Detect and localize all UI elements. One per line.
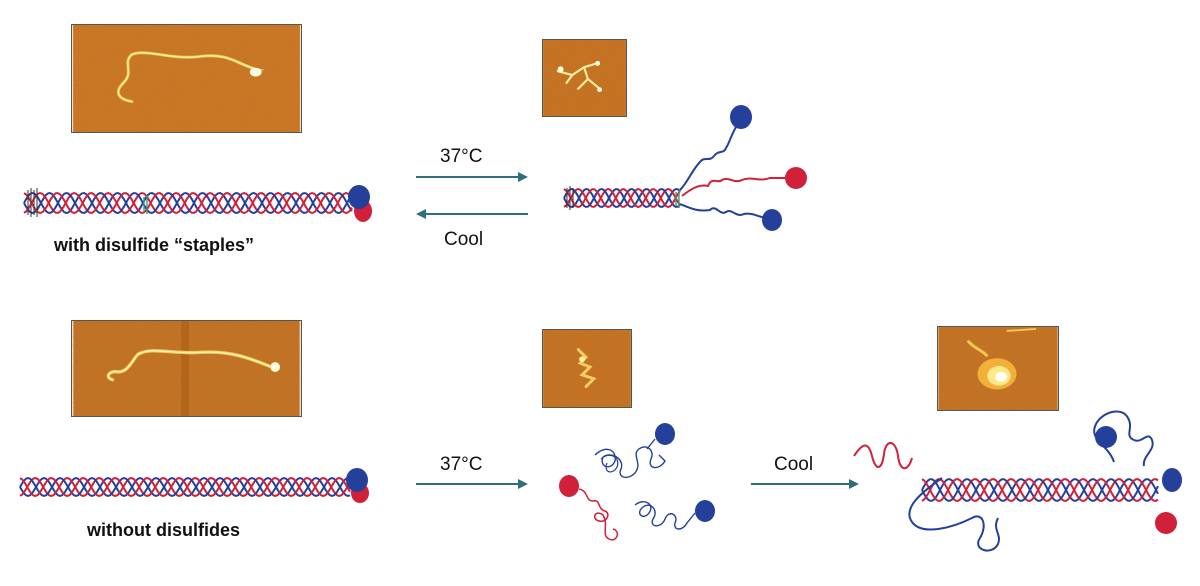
blue-terminal-domain	[348, 185, 370, 209]
afm-image-stapled-heated	[542, 39, 627, 117]
duplex-strands	[23, 191, 353, 215]
red-domain	[559, 475, 579, 497]
caption-without-disulfides: without disulfides	[87, 520, 240, 540]
caption-with-staples: with disulfide “staples”	[54, 235, 255, 255]
afm-image-unstapled-cooled	[937, 326, 1059, 411]
misfolded-product	[853, 410, 1182, 552]
denatured-strands	[559, 423, 715, 541]
stapled-duplex-molecule	[23, 185, 372, 222]
cool-label-row1: Cool	[444, 229, 484, 250]
forward-arrow-row1	[416, 172, 528, 182]
blue-domain-bottom	[762, 209, 782, 231]
blue-domain-2	[695, 500, 715, 522]
blue-domain-top	[730, 105, 752, 129]
cool-label-row2: Cool	[774, 454, 814, 475]
cool-arrow-row2	[751, 479, 859, 489]
afm-image-unstapled-heated	[542, 329, 632, 408]
staple-marks	[27, 188, 148, 217]
red-domain-end	[1155, 512, 1177, 534]
blue-domain	[655, 423, 675, 445]
forward-arrow-row2	[416, 479, 528, 489]
heat-label-row1: 37°C	[440, 146, 483, 167]
stapled-heated-molecule	[563, 105, 807, 231]
red-domain-middle	[785, 167, 807, 189]
heat-label-row2: 37°C	[440, 454, 483, 475]
afm-image-stapled-extended	[71, 24, 302, 133]
unstapled-duplex-molecule	[19, 468, 369, 503]
afm-image-unstapled-extended	[71, 320, 302, 417]
blue-terminal-domain	[346, 468, 368, 492]
reverse-arrow-row1	[416, 209, 528, 219]
blue-domain-end	[1162, 468, 1182, 492]
blue-domain-top	[1095, 426, 1117, 448]
